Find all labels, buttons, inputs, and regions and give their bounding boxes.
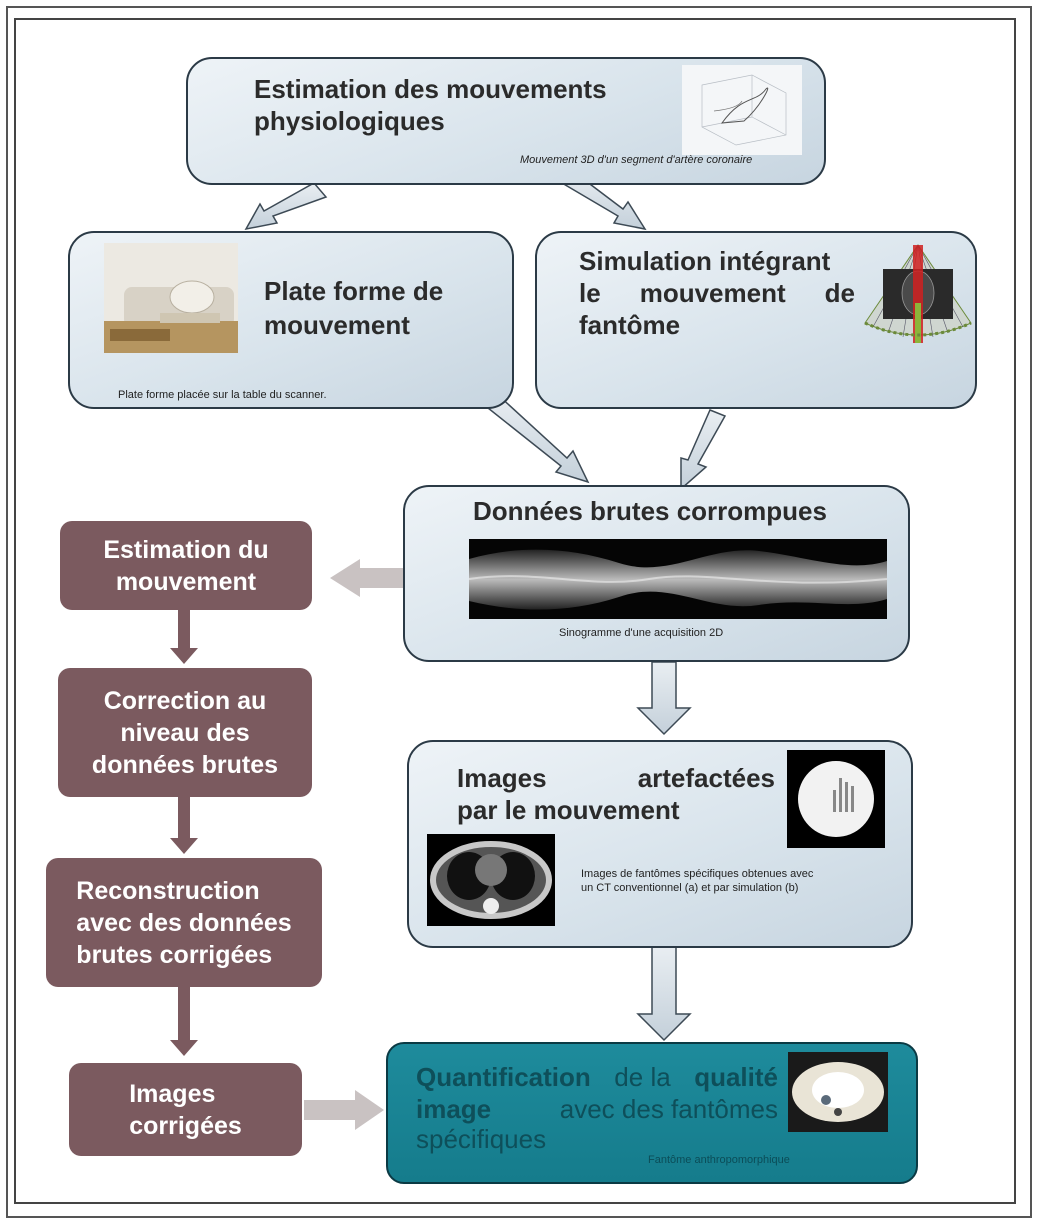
raw-caption: Sinogramme d'une acquisition 2D xyxy=(559,627,724,639)
platform-title-line2: mouvement xyxy=(264,310,410,340)
arrow-platform-to-raw xyxy=(481,393,590,484)
anthropomorphic-phantom-photo xyxy=(788,1052,888,1132)
step1-line2: mouvement xyxy=(115,567,257,596)
platform-title-line1: Plate forme de xyxy=(264,276,444,306)
artifact-line2: par le mouvement xyxy=(457,795,680,825)
simulation-box: Simulation intégrant le mouvement de fan… xyxy=(535,231,977,409)
step-reconstruction: Reconstruction avec des données brutes c… xyxy=(46,858,322,987)
arrow-raw-to-artifact xyxy=(636,661,692,736)
platform-caption: Plate forme placée sur la table du scann… xyxy=(118,389,327,401)
quant-word-quantification: Quantification xyxy=(416,1062,591,1092)
artifact-word-images: Images xyxy=(457,763,547,793)
simulation-fan-image xyxy=(863,243,973,347)
step4-line2: corrigées xyxy=(129,1111,242,1140)
step3-line3: brutes corrigées xyxy=(76,940,273,969)
arrow-raw-to-estimation xyxy=(330,559,405,597)
step4-line1: Images xyxy=(129,1079,216,1108)
artifact-line1: Images artefactées xyxy=(457,762,775,794)
step2-line3: données brutes xyxy=(91,750,279,779)
quant-line2: image avec des fantômes xyxy=(416,1094,778,1124)
arrow-corrected-to-quant xyxy=(304,1090,384,1130)
simulation-line3: fantôme xyxy=(579,310,681,340)
arrow-step-1-2 xyxy=(170,610,198,664)
artifact-caption-line1: Images de fantômes spécifiques obtenues … xyxy=(581,868,814,880)
inner-frame xyxy=(14,18,1016,1204)
step2-line2: niveau des xyxy=(120,718,250,747)
simulation-word-le: le xyxy=(579,278,601,308)
raw-title: Données brutes corrompues xyxy=(473,496,827,526)
simulation-line2: le mouvement de xyxy=(579,277,855,309)
step3-line2: avec des données xyxy=(76,908,292,937)
artifact-word-artefactees: artefactées xyxy=(637,763,775,793)
simulation-line1: Simulation intégrant xyxy=(579,246,831,276)
arrow-step-3-4 xyxy=(170,987,198,1056)
arrow-top-to-platform xyxy=(244,182,328,231)
top-title-line2: physiologiques xyxy=(254,106,445,136)
top-caption: Mouvement 3D d'un segment d'artère coron… xyxy=(520,154,753,166)
step-motion-estimation: Estimation du mouvement xyxy=(60,521,312,610)
step-corrected-images: Images corrigées xyxy=(69,1063,302,1156)
motion-estimation-box: Estimation des mouvements physiologiques… xyxy=(186,57,826,185)
step1-line1: Estimation du xyxy=(103,535,269,564)
simulation-phantom-image xyxy=(787,750,885,848)
ct-phantom-image xyxy=(427,834,555,926)
quant-word-avec-des-fantomes: avec des fantômes xyxy=(559,1094,778,1124)
raw-data-box: Données brutes corrompues Sinogramme d'u… xyxy=(403,485,910,662)
simulation-word-de: de xyxy=(824,278,855,308)
quant-word-image: image xyxy=(416,1094,492,1124)
sinogram-image xyxy=(469,539,887,619)
quant-word-de-la: de la xyxy=(614,1062,671,1092)
arrow-step-2-3 xyxy=(170,797,198,854)
step2-line1: Correction au xyxy=(103,686,267,715)
platform-photo xyxy=(104,243,238,353)
artifact-images-box: Images artefactées par le mouvement Imag… xyxy=(407,740,913,948)
simulation-word-mouvement: mouvement xyxy=(639,278,786,308)
quant-line1: Quantification de la qualité xyxy=(416,1062,778,1092)
artifact-caption-line2: un CT conventionnel (a) et par simulatio… xyxy=(581,882,799,894)
quantification-box: Quantification de la qualité image avec … xyxy=(386,1042,918,1184)
step-raw-data-correction: Correction au niveau des données brutes xyxy=(58,668,312,797)
arrow-artifact-to-quant xyxy=(636,945,692,1042)
quant-caption: Fantôme anthropomorphique xyxy=(648,1154,790,1166)
motion-platform-box: Plate forme de mouvement Plate forme pla… xyxy=(68,231,514,409)
top-title-line1: Estimation des mouvements xyxy=(254,74,607,104)
outer-frame xyxy=(6,6,1032,1218)
arrow-simulation-to-raw xyxy=(680,409,727,491)
quant-word-qualite: qualité xyxy=(694,1062,778,1092)
quant-line3: spécifiques xyxy=(416,1124,547,1154)
step3-line1: Reconstruction xyxy=(76,876,260,905)
coronary-3d-plot-image xyxy=(682,65,802,155)
